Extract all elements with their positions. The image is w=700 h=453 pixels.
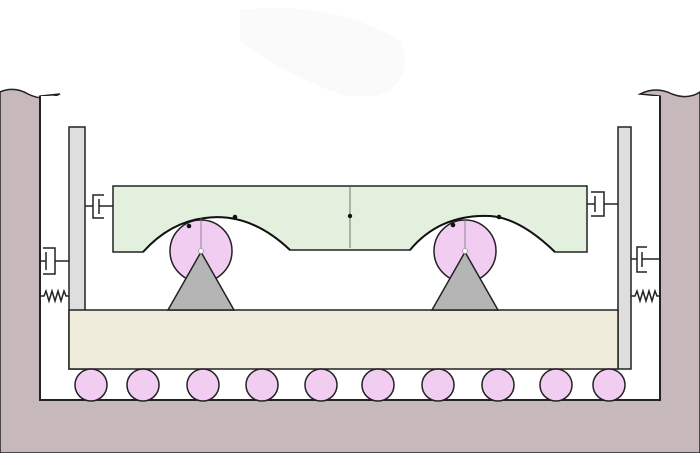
roller-icon (304, 368, 338, 402)
right-pivot (462, 248, 468, 254)
left-arch-curve (142, 216, 291, 253)
right-ground-damper-icon (631, 246, 660, 273)
left-pivot (198, 248, 204, 254)
background-smudge (240, 8, 405, 100)
roller-icon (74, 368, 108, 402)
roller-icon (421, 368, 455, 402)
base-slab (68, 309, 619, 370)
roller-icon (592, 368, 626, 402)
beam-center-dot (347, 213, 353, 219)
right-side-wall (617, 126, 632, 370)
roller-icon (126, 368, 160, 402)
left-triangle-support-icon (166, 250, 236, 311)
roller-icon (186, 368, 220, 402)
right-triangle-support-icon (430, 250, 500, 311)
right-arch-dot-1 (450, 222, 456, 228)
right-spring-icon (631, 288, 660, 304)
left-wall-damper-icon (85, 194, 113, 219)
left-arch-dot-1 (186, 223, 192, 229)
left-spring-icon (40, 288, 69, 304)
right-wall-damper-icon (587, 191, 618, 217)
right-arch-curve (409, 214, 556, 253)
left-arch-dot-2 (232, 214, 238, 220)
roller-icon (539, 368, 573, 402)
roller-icon (245, 368, 279, 402)
roller-icon (361, 368, 395, 402)
roller-icon (481, 368, 515, 402)
right-arch-dot-2 (496, 214, 502, 220)
left-ground-damper-icon (40, 247, 69, 275)
ground-rollers (74, 368, 626, 402)
